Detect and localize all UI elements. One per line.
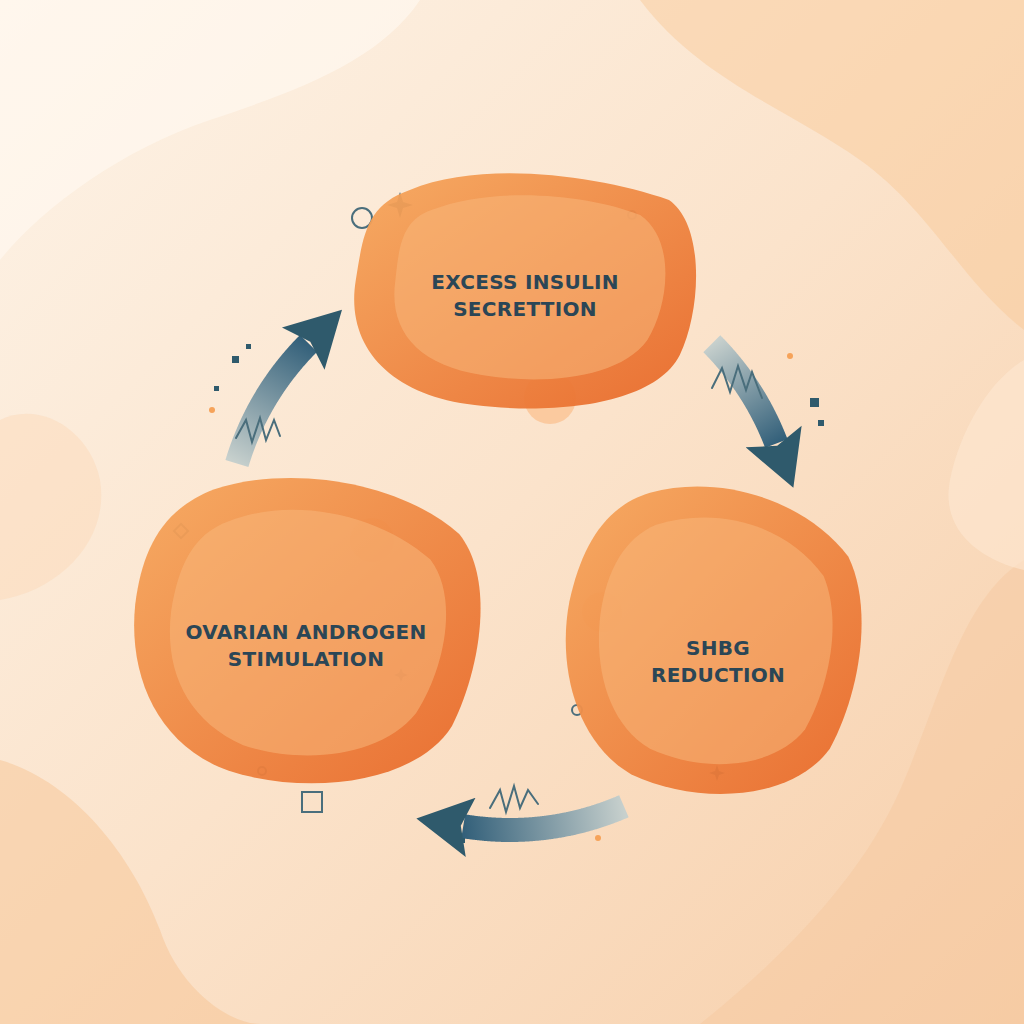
- deco-dot: [209, 407, 215, 413]
- node-content: SHBG REDUCTION: [618, 635, 818, 689]
- cycle-arrow: [712, 344, 777, 444]
- background-wave: [0, 0, 420, 260]
- node-label: SHBG REDUCTION: [618, 635, 818, 689]
- process-blob: EXCESS INSULIN SECRETTION: [345, 165, 705, 415]
- node-content: OVARIAN ANDROGEN STIMULATION: [181, 619, 431, 673]
- deco-dot: [214, 386, 219, 391]
- deco-dot: [818, 420, 824, 426]
- process-blob: SHBG REDUCTION: [557, 480, 867, 800]
- node-label: EXCESS INSULIN SECRETTION: [400, 269, 650, 323]
- cycle-arrow: [463, 806, 624, 830]
- deco-dot: [810, 398, 819, 407]
- deco-squiggle: [490, 786, 538, 812]
- deco-squiggle: [236, 418, 280, 442]
- deco-dot: [246, 344, 251, 349]
- deco-square: [302, 792, 322, 812]
- background-wave: [640, 0, 1024, 330]
- node-label: OVARIAN ANDROGEN STIMULATION: [181, 619, 431, 673]
- node-content: EXCESS INSULIN SECRETTION: [400, 269, 650, 323]
- background-wave: [948, 360, 1024, 570]
- deco-dot: [460, 838, 465, 843]
- background-wave: [0, 760, 260, 1024]
- deco-dot: [787, 353, 793, 359]
- cycle-arrow: [237, 343, 309, 463]
- process-blob: OVARIAN ANDROGEN STIMULATION: [128, 470, 488, 790]
- background-wave: [0, 414, 101, 600]
- deco-dot: [595, 835, 601, 841]
- deco-squiggle: [712, 366, 762, 398]
- deco-dot: [444, 830, 451, 837]
- deco-dot: [232, 356, 239, 363]
